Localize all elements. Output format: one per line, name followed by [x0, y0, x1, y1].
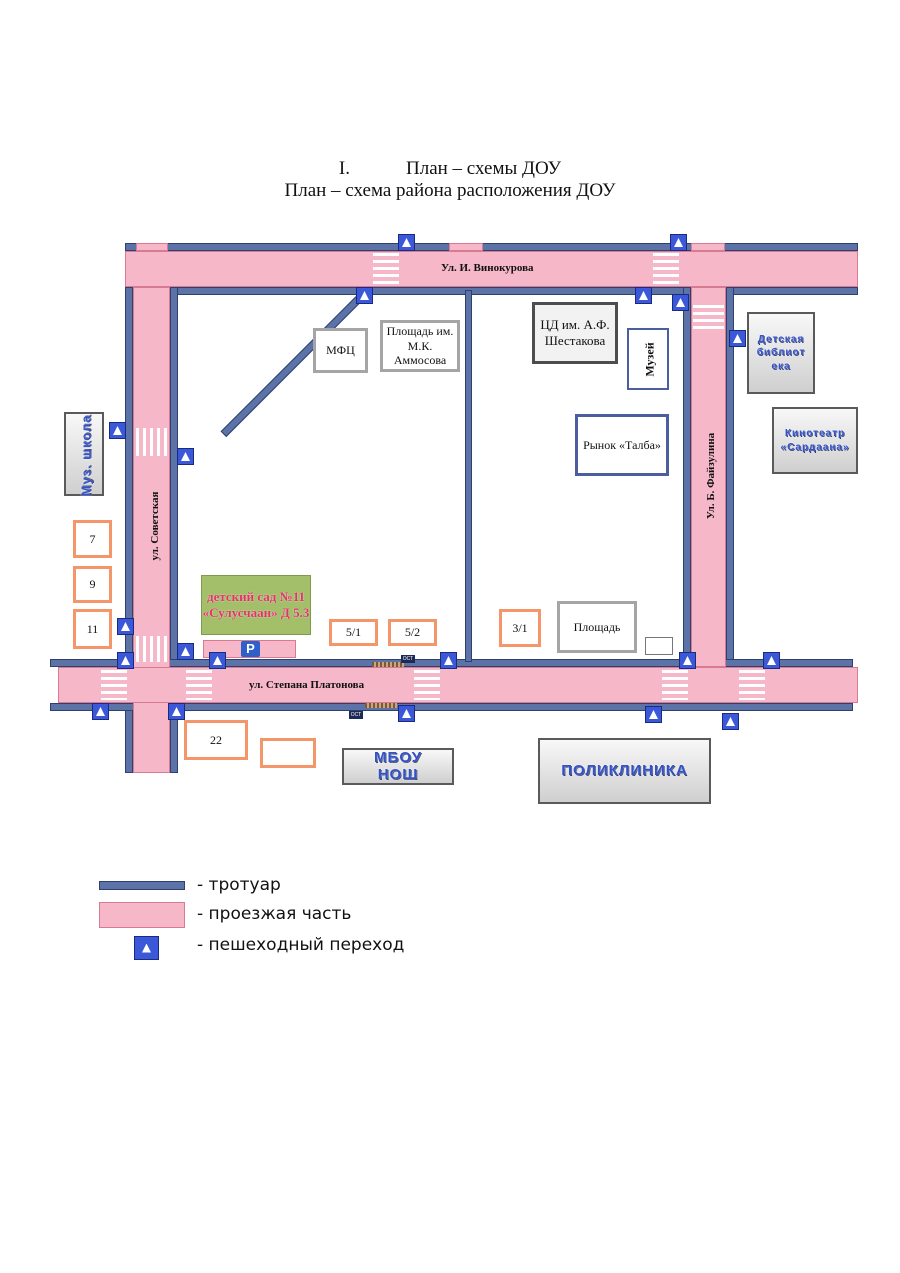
building-house-5-2: 5/2 — [388, 619, 437, 646]
building-mfc: МФЦ — [313, 328, 368, 373]
building-polyclinic: ПОЛИКЛИНИКА — [538, 738, 711, 804]
school-label: МБОУ НОШ — [374, 749, 422, 783]
building-cd-shestakov: ЦД им. А.Ф. Шестакова — [532, 302, 618, 364]
building-children-library: Детская библиот ека — [747, 312, 815, 394]
building-market: Рынок «Талба» — [575, 414, 669, 476]
bus-stop-pad — [365, 703, 397, 708]
legend-roadway-swatch — [99, 902, 185, 928]
legend: - тротуар - проезжая часть - пешеходный … — [96, 870, 516, 970]
pedestrian-crossing-icon — [645, 706, 662, 723]
road-pad — [691, 243, 725, 251]
building-outline — [260, 738, 316, 768]
sidewalk-vinokurova-north — [125, 243, 858, 251]
pedestrian-crossing-icon — [398, 234, 415, 251]
pedestrian-crossing-icon — [177, 448, 194, 465]
building-house-9: 9 — [73, 566, 112, 603]
street-label-faizulina: Ул. Б. Файзулина — [705, 432, 717, 520]
zebra — [101, 670, 127, 700]
road-pad — [449, 243, 483, 251]
building-music-school: Муз. школа — [64, 412, 104, 496]
pedestrian-crossing-icon — [670, 234, 687, 251]
heading-number: I. — [338, 158, 350, 179]
pedestrian-crossing-icon — [398, 705, 415, 722]
pedestrian-crossing-icon — [729, 330, 746, 347]
parking-icon: P — [241, 641, 260, 657]
bus-stop-icon: ОСТ — [401, 655, 415, 663]
legend-sidewalk-label: - тротуар — [197, 875, 281, 895]
children-library-label: Детская библиот ека — [756, 333, 806, 372]
zebra — [693, 305, 724, 331]
pedestrian-crossing-icon — [92, 703, 109, 720]
road-vinokurova — [125, 251, 858, 287]
building-house-3-1: 3/1 — [499, 609, 541, 647]
road-pad — [136, 243, 168, 251]
legend-roadway-label: - проезжая часть — [197, 904, 352, 924]
pedestrian-crossing-icon — [117, 618, 134, 635]
street-label-platonova: ул. Степана Платонова — [249, 679, 365, 691]
building-kindergarten: детский сад №11 «Сулусчаан» Д 5.3 — [201, 575, 311, 635]
heading-title: План – схемы ДОУ — [406, 158, 562, 179]
legend-crossing-label: - пешеходный переход — [197, 935, 405, 955]
pedestrian-crossing-icon — [177, 643, 194, 660]
sidewalk-middle — [465, 290, 472, 662]
pedestrian-crossing-icon — [109, 422, 126, 439]
pedestrian-crossing-icon — [356, 287, 373, 304]
building-house-5-1: 5/1 — [329, 619, 378, 646]
pedestrian-crossing-icon — [722, 713, 739, 730]
bus-stop-pad — [372, 662, 404, 667]
legend-sidewalk-swatch — [99, 881, 185, 890]
building-house-22: 22 — [184, 720, 248, 760]
sidewalk-faizulina-west — [683, 287, 691, 667]
sidewalk-sovetskaya-west — [125, 287, 133, 773]
pedestrian-crossing-icon — [763, 652, 780, 669]
zebra — [186, 670, 212, 700]
sidewalk-sovetskaya-east — [170, 287, 178, 773]
building-house-11: 11 — [73, 609, 112, 649]
street-label-vinokurova: Ул. И. Винокурова — [441, 262, 534, 274]
building-square-ammosov: Площадь им. М.К. Аммосова — [380, 320, 460, 372]
zebra — [662, 670, 688, 700]
building-museum: Музей — [627, 328, 669, 390]
cinema-label: Кинотеатр «Сардаана» — [780, 428, 850, 453]
zebra — [414, 670, 440, 700]
zebra — [136, 636, 167, 662]
zebra — [136, 428, 167, 456]
building-house-7: 7 — [73, 520, 112, 558]
pedestrian-crossing-icon — [672, 294, 689, 311]
heading-subtitle: План – схема района расположения ДОУ — [284, 180, 616, 201]
museum-label: Музей — [642, 342, 657, 377]
pedestrian-crossing-icon — [168, 703, 185, 720]
building-school: МБОУ НОШ — [342, 748, 454, 785]
zebra — [739, 670, 765, 700]
road-faizulina — [691, 287, 726, 667]
street-label-sovetskaya: ул. Советская — [149, 491, 161, 561]
road-platonova — [58, 667, 858, 703]
polyclinic-label: ПОЛИКЛИНИКА — [561, 762, 688, 779]
building-cinema: Кинотеатр «Сардаана» — [772, 407, 858, 474]
kindergarten-label: детский сад №11 «Сулусчаан» Д 5.3 — [202, 588, 310, 620]
pedestrian-crossing-icon — [209, 652, 226, 669]
zebra — [373, 253, 399, 285]
legend-crossing-icon — [134, 936, 159, 960]
pedestrian-crossing-icon — [440, 652, 457, 669]
bus-stop-icon: ОСТ — [349, 711, 363, 719]
sidewalk-platonova-south — [50, 703, 853, 711]
pedestrian-crossing-icon — [117, 652, 134, 669]
pedestrian-crossing-icon — [635, 287, 652, 304]
sidewalk-vinokurova-south — [170, 287, 858, 295]
pedestrian-crossing-icon — [679, 652, 696, 669]
music-school-label: Муз. школа — [78, 414, 94, 497]
zebra — [653, 253, 679, 285]
building-square: Площадь — [557, 601, 637, 653]
page-heading: I. План – схемы ДОУ — [0, 158, 900, 180]
small-structure — [645, 637, 673, 655]
